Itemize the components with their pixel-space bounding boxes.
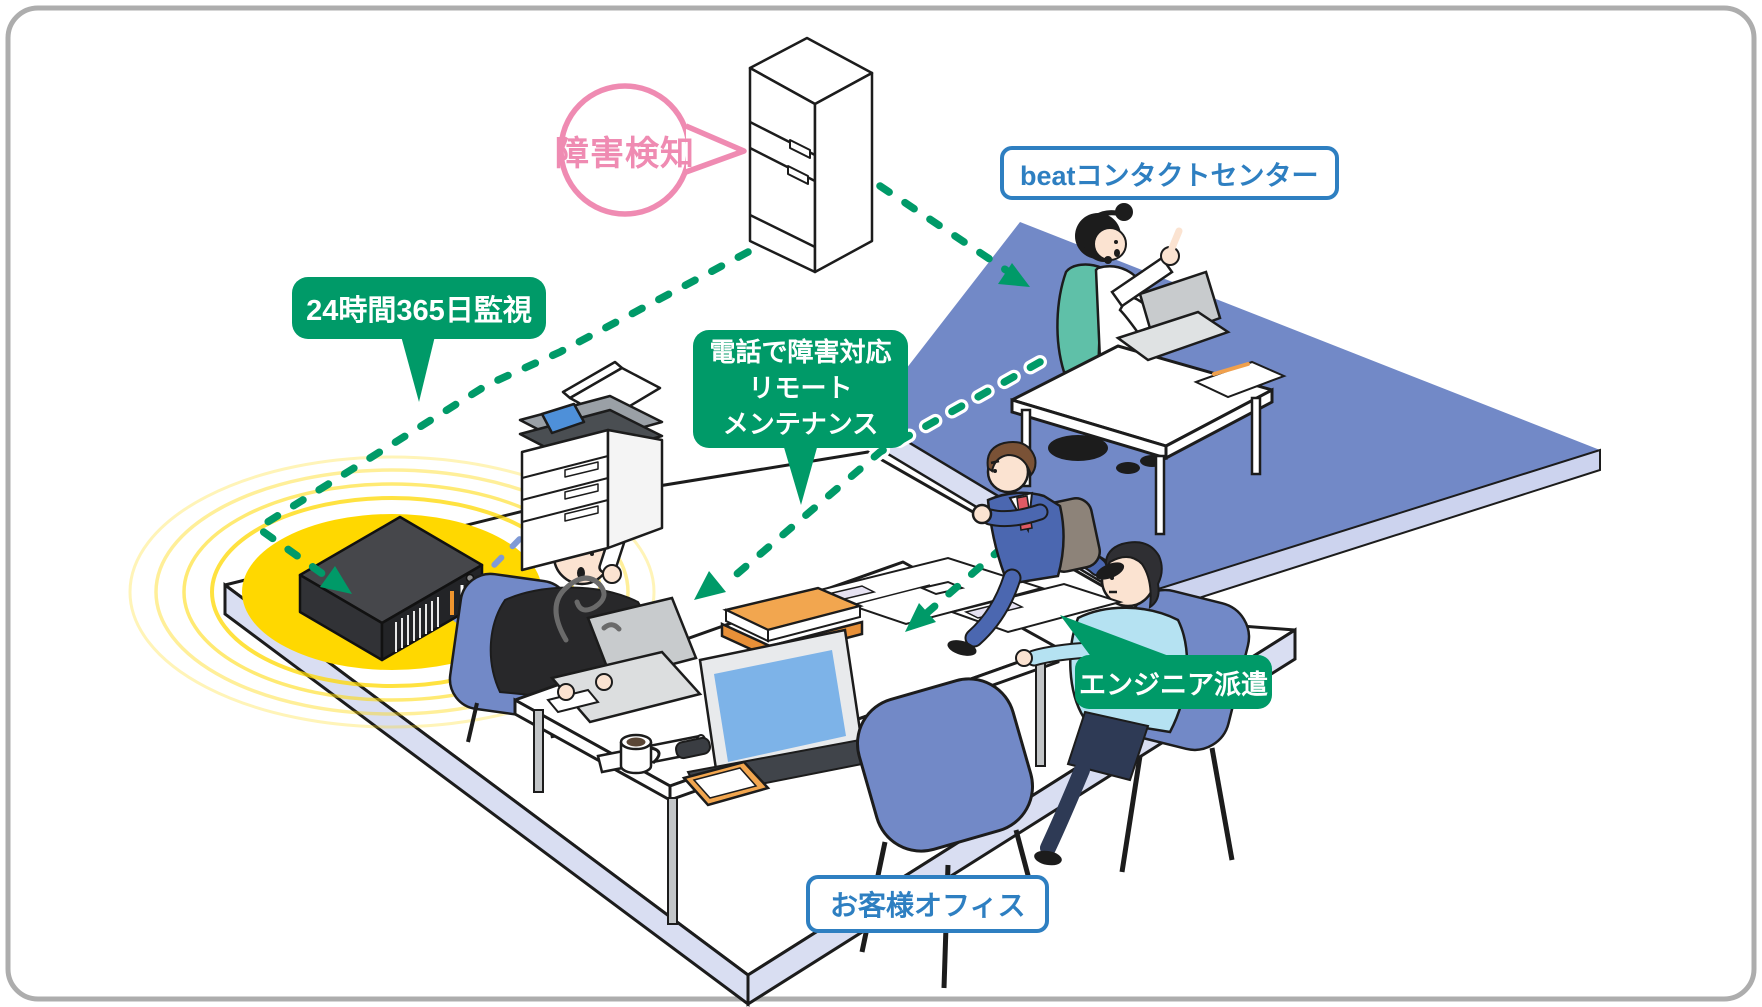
pencil-icon bbox=[1212, 362, 1250, 376]
monitoring-bubble bbox=[292, 277, 546, 339]
operator-desk bbox=[1010, 270, 1287, 536]
headset-mic bbox=[1104, 256, 1112, 264]
server-rack-icon bbox=[748, 36, 874, 274]
running-engineer-illustration bbox=[947, 441, 1125, 656]
operator-chair bbox=[1048, 435, 1108, 461]
table-items bbox=[546, 556, 1124, 807]
engineer-hair bbox=[986, 441, 1037, 478]
operator-raised-arm bbox=[1110, 256, 1174, 308]
laptop-blue-display bbox=[714, 650, 846, 762]
monitoring-dashed-line bbox=[251, 248, 752, 594]
headset-icon bbox=[1079, 210, 1125, 234]
monitoring-bubble-tail bbox=[401, 336, 435, 402]
contact-center-label: beatコンタクトセンター bbox=[1000, 146, 1339, 200]
arrowhead-to-customer bbox=[694, 571, 726, 600]
phone-support-dashed-line bbox=[694, 355, 1047, 600]
balloon-pointer bbox=[684, 123, 747, 175]
callout-shapes bbox=[292, 83, 1272, 709]
arrowhead-to-contact-center bbox=[998, 263, 1030, 287]
dispatch-bubble-tail bbox=[1060, 615, 1185, 662]
operator-laptop-keyboard bbox=[1115, 310, 1231, 362]
shoe bbox=[1095, 562, 1125, 580]
printer-touchscreen bbox=[540, 402, 586, 435]
alert-dashed-line bbox=[876, 182, 1030, 287]
customer-office-meeting-illustration bbox=[448, 511, 1251, 989]
coffee-mug bbox=[619, 733, 661, 775]
smartphone-icon bbox=[675, 736, 711, 760]
shoe bbox=[947, 640, 977, 656]
multifunction-printer-icon bbox=[518, 360, 664, 572]
pointing-finger bbox=[1168, 227, 1183, 252]
customer-office-label: お客様オフィス bbox=[806, 875, 1050, 933]
listener-hair bbox=[1104, 541, 1163, 609]
operator-hair-bun bbox=[1115, 203, 1133, 221]
dispatch-bubble bbox=[1075, 655, 1272, 709]
talking-mouth bbox=[1114, 249, 1120, 257]
trouble-squiggle-icon bbox=[553, 575, 622, 643]
phone-support-bubble bbox=[693, 330, 908, 448]
failure-detection-balloon bbox=[558, 83, 692, 217]
arrowhead-to-beat-box bbox=[320, 566, 352, 594]
operator-face bbox=[1093, 227, 1127, 261]
reaching-arm bbox=[1027, 643, 1097, 665]
arrowhead-to-office bbox=[905, 603, 936, 632]
printer-body bbox=[520, 428, 610, 572]
phone-bubble-tail bbox=[783, 444, 818, 505]
fist bbox=[971, 503, 993, 525]
